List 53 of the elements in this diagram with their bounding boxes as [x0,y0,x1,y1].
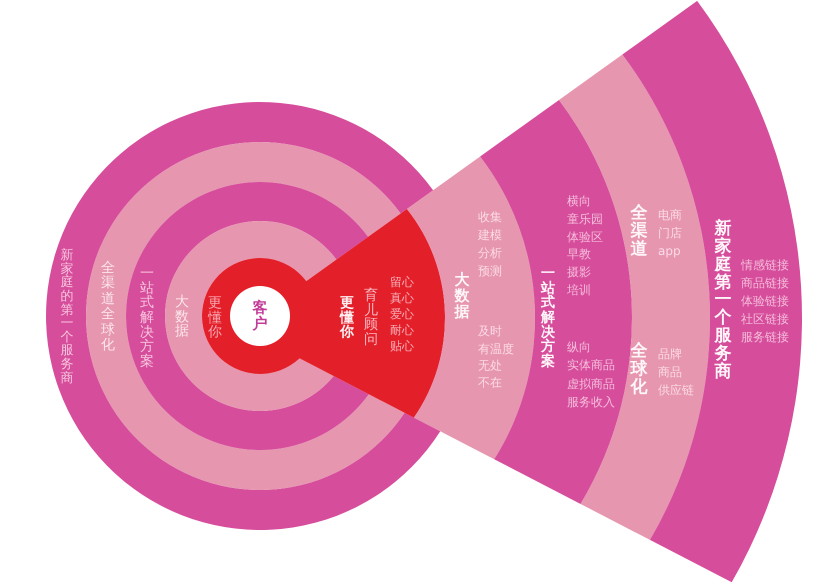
ring-band [46,102,441,531]
ring-label: 新家庭的第一个服务商 [60,248,74,386]
band-heading: 新家庭第一个服务商 [714,220,732,382]
ring-label: 大数据 [174,294,190,340]
fan-sector [202,209,446,418]
list-item: 早教 [567,247,591,262]
list-item: 商品链接 [741,276,789,290]
list-item: 虚拟商品 [567,376,615,391]
list-item: 服务收入 [567,394,615,410]
list-item: 体验区 [567,229,603,244]
list-item: 体验链接 [741,294,789,308]
fan-band [558,54,711,540]
list-item: 真心 [390,290,414,306]
band-heading: 全渠道 [630,205,648,259]
list-item: 摄影 [567,265,591,280]
sector-label: 育儿顾问 [364,288,378,348]
list-item: 预测 [478,264,502,278]
list-item: 及时 [478,324,502,338]
list-item: 有温度 [478,342,514,356]
list-item: 供应链 [658,382,694,398]
list-item: 培训 [567,282,591,298]
band-heading: 大数据 [454,272,470,320]
ring-label: 一站式解决方案 [140,266,154,370]
band-heading: 一站式解决方案 [540,266,556,370]
list-item: 无处不在 [478,358,503,392]
list-item: 电商 [658,208,682,222]
list-item: 社区链接 [741,312,789,326]
sector-label: 更懂你 [208,296,222,340]
list-item: 贴心 [390,338,414,354]
center-circle [230,285,291,347]
list-item: 实体商品 [567,358,615,372]
list-item: 爱心 [390,306,414,322]
list-item: 分析 [478,246,502,260]
list-item: 情感链接 [741,258,789,272]
sector-heading: 更懂你 [340,296,354,340]
ring-band [164,221,337,412]
list-item: 留心 [390,274,414,290]
fan-band [622,0,803,583]
center-label: 客户 [252,300,268,332]
fan-band [480,99,632,504]
list-item: 童乐园 [567,212,603,226]
list-item: 收集 [478,210,502,224]
list-item: 商品 [658,364,682,380]
list-item: 建模 [478,228,502,242]
list-item: 纵向 [567,340,591,354]
list-item: 门店 [658,226,682,240]
list-item: app [658,244,681,258]
list-item: 品牌 [658,346,682,362]
list-item: 服务链接 [741,330,789,344]
band-heading: 全球化 [630,343,648,397]
list-item: 耐心 [390,322,414,338]
ring-label: 全渠道全球化 [100,260,116,354]
list-item: 横向 [567,194,591,208]
